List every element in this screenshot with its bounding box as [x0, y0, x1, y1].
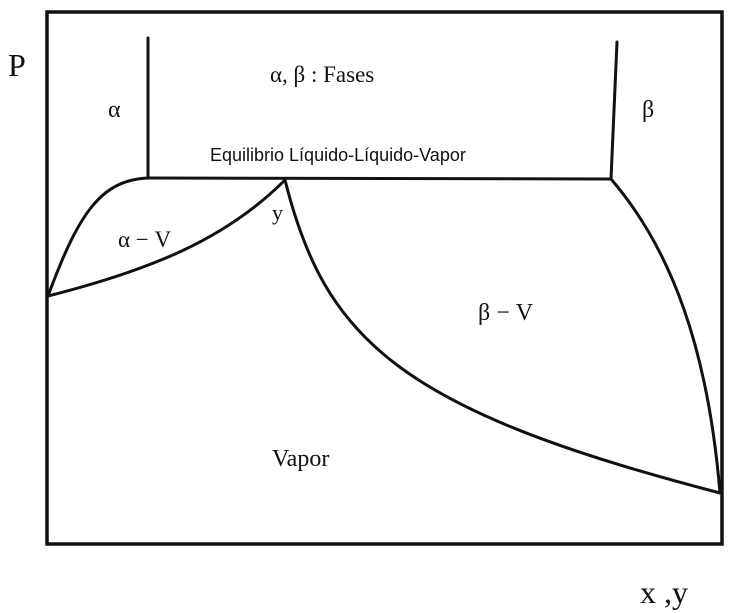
alpha-liquid-curve [46, 176, 150, 298]
phases-note-label: α, β : Fases [270, 62, 374, 87]
beta-vapor-label: β − V [478, 300, 534, 326]
beta-liquid-curve [609, 177, 722, 495]
point-y-label: y [272, 200, 283, 225]
x-axis-label: x ,y [640, 574, 688, 610]
alpha-vapor-label: α − V [118, 227, 172, 252]
three-phase-label: Equilibrio Líquido-Líquido-Vapor [210, 145, 466, 165]
beta-boundary-line [609, 40, 619, 181]
alpha-vapor-curve [46, 178, 287, 298]
beta-region-label: β [642, 97, 654, 123]
alpha-region-label: α [108, 97, 121, 123]
vapor-region-label: Vapor [272, 446, 329, 472]
beta-vapor-curve [283, 178, 722, 495]
plot-frame [45, 10, 724, 546]
three-phase-line [146, 176, 613, 181]
y-axis-label: P [8, 47, 26, 83]
